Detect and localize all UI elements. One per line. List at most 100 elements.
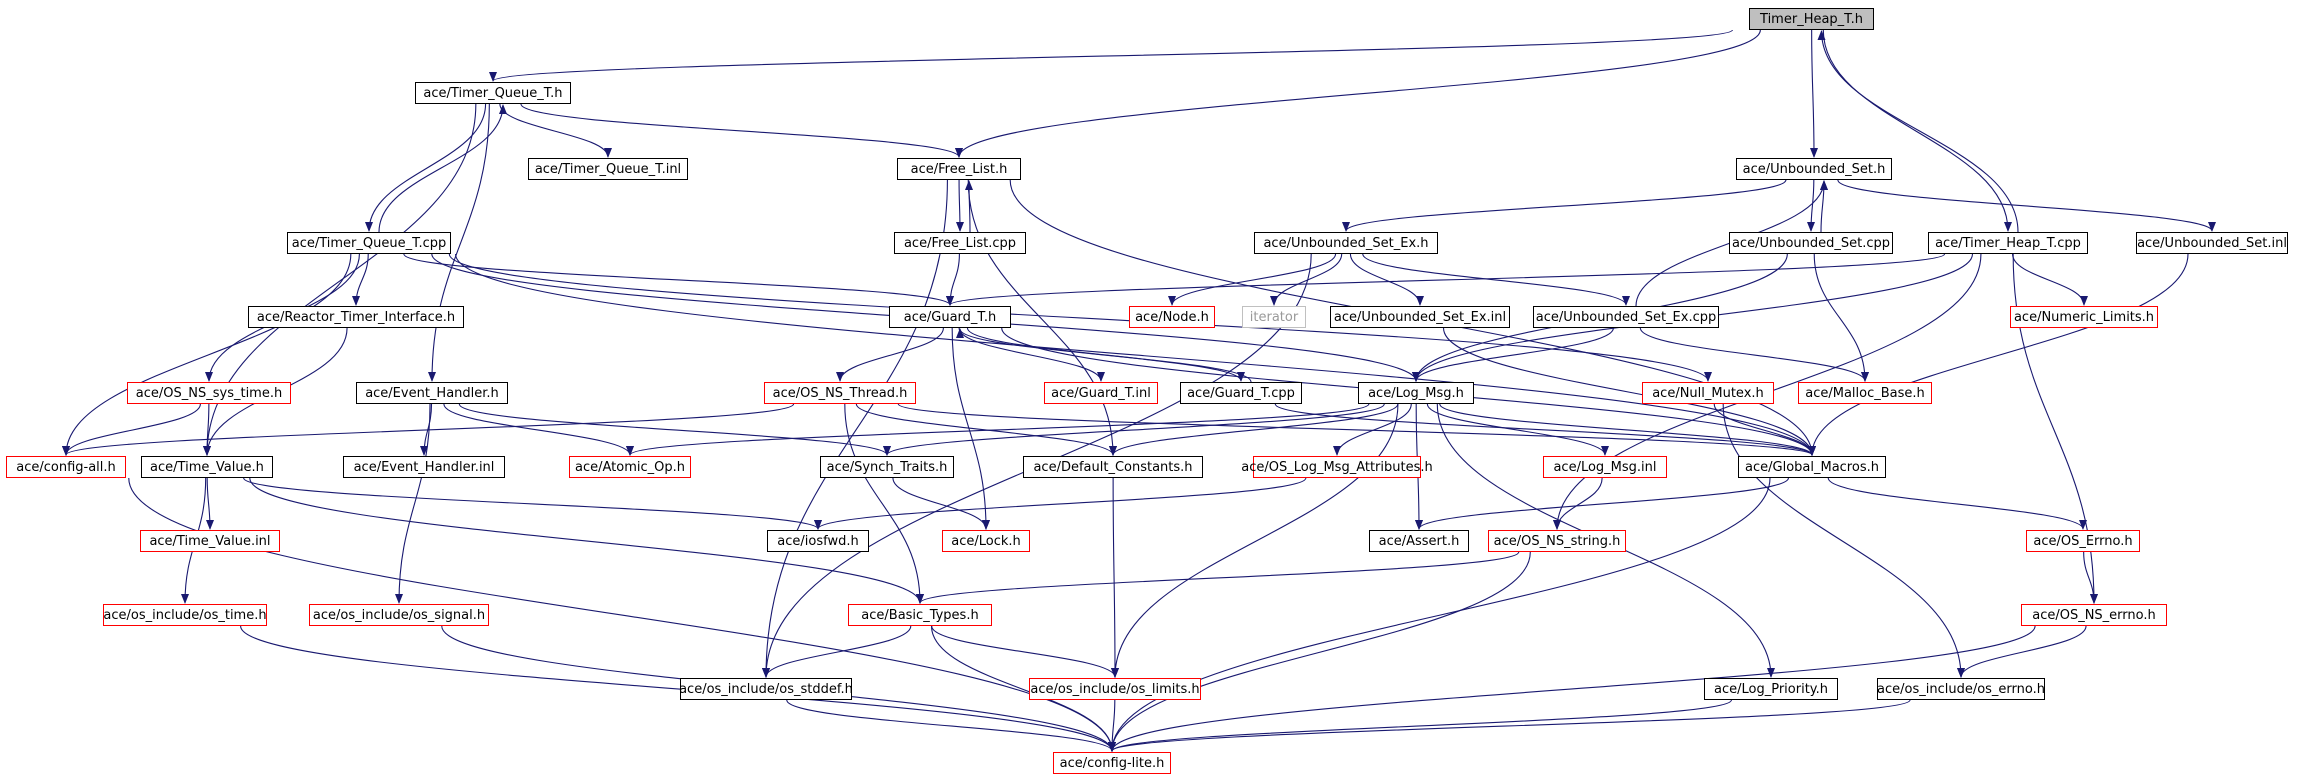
node-log-msg-inl[interactable]: ace/Log_Msg.inl (1543, 456, 1667, 478)
node-timer-heap-t-cpp[interactable]: ace/Timer_Heap_T.cpp (1928, 232, 2088, 254)
node-default-constants-h[interactable]: ace/Default_Constants.h (1023, 456, 1203, 478)
node-basic-types-h[interactable]: ace/Basic_Types.h (848, 604, 992, 626)
edge-os_stddef_h-to-config_lite_h (786, 699, 1116, 752)
node-os-signal-h[interactable]: ace/os_include/os_signal.h (309, 604, 489, 626)
node-timer-queue-t-h[interactable]: ace/Timer_Queue_T.h (415, 82, 571, 104)
edge-global_macros_h-to-os_errno_h (1827, 477, 2087, 530)
edge-unbounded_set_cpp-to-malloc_base_h (1813, 253, 1869, 382)
edge-log_msg_h-to-log_msg_inl (1426, 403, 1609, 456)
edge-unbounded_set_h-to-unbounded_set_inl (1837, 179, 2216, 232)
node-guard-t-h[interactable]: ace/Guard_T.h (889, 306, 1011, 328)
node-os-ns-string-h[interactable]: ace/OS_NS_string.h (1488, 530, 1626, 552)
edge-null_mutex_h-to-global_macros_h (1713, 403, 1816, 456)
edge-timer_queue_t_cpp-to-config_all_h (62, 253, 352, 456)
node-os-errno-include-h[interactable]: ace/os_include/os_errno.h (1877, 678, 2045, 700)
node-timer-queue-t-inl[interactable]: ace/Timer_Queue_T.inl (528, 158, 688, 180)
edge-synch_traits_h-to-lock_h (892, 477, 990, 530)
node-unbounded-set-ex-h[interactable]: ace/Unbounded_Set_Ex.h (1254, 232, 1438, 254)
edge-log_priority_h-to-config_lite_h (1108, 699, 1733, 752)
edge-unbounded_set_ex_inl-to-global_macros_h (1442, 327, 1816, 456)
node-guard-t-cpp[interactable]: ace/Guard_T.cpp (1180, 382, 1302, 404)
node-os-ns-sys-time-h[interactable]: ace/OS_NS_sys_time.h (127, 382, 291, 404)
node-timer-heap-t-h[interactable]: Timer_Heap_T.h (1749, 8, 1874, 30)
node-guard-t-inl[interactable]: ace/Guard_T.inl (1044, 382, 1158, 404)
edge-guard_t_h-to-os_ns_thread_h (836, 327, 944, 382)
edge-unbounded_set_inl-to-global_macros_h (1808, 253, 2189, 456)
edge-free_list_h-to-default_constants_h (967, 179, 1117, 456)
edge-default_constants_h-to-os_limits_h (1110, 477, 1119, 678)
node-free-list-h[interactable]: ace/Free_List.h (897, 158, 1021, 180)
node-os-log-msg-attributes-h[interactable]: ace/OS_Log_Msg_Attributes.h (1241, 456, 1433, 478)
edge-os_ns_string_h-to-basic_types_h (916, 551, 1520, 604)
edge-basic_types_h-to-config_lite_h (930, 625, 1116, 752)
node-os-ns-thread-h[interactable]: ace/OS_NS_Thread.h (764, 382, 916, 404)
node-config-all-h[interactable]: ace/config-all.h (6, 456, 126, 478)
edge-timer_queue_t_cpp-to-reactor_timer_interface_h (352, 253, 369, 306)
edge-config_all_h-to-config_lite_h (128, 477, 1116, 752)
node-unbounded-set-h[interactable]: ace/Unbounded_Set.h (1736, 158, 1892, 180)
node-node-h[interactable]: ace/Node.h (1129, 306, 1215, 328)
edge-os_ns_sys_time_h-to-time_value_h (203, 403, 212, 456)
node-time-value-inl[interactable]: ace/Time_Value.inl (140, 530, 280, 552)
node-free-list-cpp[interactable]: ace/Free_List.cpp (894, 232, 1026, 254)
edge-timer_heap_t_h-to-unbounded_set_h (1809, 29, 1818, 158)
node-timer-queue-t-cpp[interactable]: ace/Timer_Queue_T.cpp (287, 232, 451, 254)
node-lock-h[interactable]: ace/Lock.h (942, 530, 1030, 552)
node-log-msg-h[interactable]: ace/Log_Msg.h (1358, 382, 1474, 404)
node-os-ns-errno-h[interactable]: ace/OS_NS_errno.h (2021, 604, 2167, 626)
node-null-mutex-h[interactable]: ace/Null_Mutex.h (1642, 382, 1774, 404)
edge-log_msg_h-to-default_constants_h (1109, 403, 1399, 456)
edge-event_handler_h-to-os_signal_h (395, 403, 431, 604)
node-atomic-op-h[interactable]: ace/Atomic_Op.h (569, 456, 691, 478)
node-os-time-h[interactable]: ace/os_include/os_time.h (103, 604, 267, 626)
edge-unbounded_set_h-to-unbounded_set_ex_h (1342, 179, 1787, 232)
edge-os_log_msg_attributes_h-to-iosfwd_h (814, 477, 1307, 530)
edge-log_msg_h-to-global_macros_h (1439, 403, 1816, 456)
edge-log_msg_h-to-synch_traits_h (883, 403, 1385, 456)
node-unbounded-set-inl[interactable]: ace/Unbounded_Set.inl (2136, 232, 2288, 254)
node-global-macros-h[interactable]: ace/Global_Macros.h (1738, 456, 1886, 478)
node-config-lite-h[interactable]: ace/config-lite.h (1053, 752, 1171, 774)
edge-free_list_cpp-to-guard_t_h (946, 253, 960, 306)
edge-unbounded_set_h-to-unbounded_set_cpp (1807, 179, 1816, 232)
node-unbounded-set-ex-inl[interactable]: ace/Unbounded_Set_Ex.inl (1330, 306, 1510, 328)
edge-timer_heap_t_h-to-timer_queue_t_h (489, 29, 1733, 82)
node-assert-h[interactable]: ace/Assert.h (1369, 530, 1469, 552)
node-os-stddef-h[interactable]: ace/os_include/os_stddef.h (679, 678, 853, 700)
edge-os_time_h-to-config_lite_h (240, 625, 1116, 752)
edge-os_ns_errno_h-to-os_errno_include_h (1957, 625, 2087, 678)
edge-log_msg_h-to-os_log_msg_attributes_h (1333, 403, 1412, 456)
node-unbounded-set-ex-cpp[interactable]: ace/Unbounded_Set_Ex.cpp (1533, 306, 1719, 328)
edge-global_macros_h-to-config_lite_h (1108, 477, 1771, 752)
edge-timer_heap_t_cpp-to-timer_heap_t_h (1817, 30, 2019, 233)
node-event-handler-inl[interactable]: ace/Event_Handler.inl (343, 456, 505, 478)
node-synch-traits-h[interactable]: ace/Synch_Traits.h (820, 456, 954, 478)
node-os-errno-h[interactable]: ace/OS_Errno.h (2026, 530, 2140, 552)
edge-os_ns_errno_h-to-config_lite_h (1108, 625, 2036, 752)
edge-os_ns_sys_time_h-to-config_all_h (62, 403, 201, 456)
node-os-limits-h[interactable]: ace/os_include/os_limits.h (1029, 678, 1201, 700)
node-time-value-h[interactable]: ace/Time_Value.h (141, 456, 273, 478)
edge-event_handler_h-to-atomic_op_h (443, 403, 634, 456)
edge-unbounded_set_ex_cpp-to-malloc_base_h (1639, 327, 1869, 382)
edge-unbounded_set_ex_cpp-to-log_msg_h (1412, 327, 1614, 382)
edge-log_msg_h-to-atomic_op_h (626, 403, 1370, 456)
node-unbounded-set-cpp[interactable]: ace/Unbounded_Set.cpp (1729, 232, 1893, 254)
edge-unbounded_set_ex_h-to-unbounded_set_ex_inl (1349, 253, 1424, 306)
edge-time_value_h-to-iosfwd_h (243, 477, 822, 530)
edge-unbounded_set_ex_h-to-unbounded_set_ex_cpp (1362, 253, 1630, 306)
node-reactor-timer-interface-h[interactable]: ace/Reactor_Timer_Interface.h (248, 306, 464, 328)
node-iosfwd-h[interactable]: ace/iosfwd.h (767, 530, 869, 552)
edge-timer_queue_t_h-to-event_handler_h (428, 103, 490, 382)
edge-timer_heap_t_h-to-timer_heap_t_cpp (1822, 29, 2012, 232)
edge-log_msg_h-to-os_limits_h (1111, 403, 1399, 678)
edge-os_ns_thread_h-to-config_all_h (62, 403, 795, 456)
edge-unbounded_set_ex_h-to-node_h (1168, 253, 1337, 306)
node-malloc-base-h[interactable]: ace/Malloc_Base.h (1798, 382, 1932, 404)
node-numeric-limits-h[interactable]: ace/Numeric_Limits.h (2010, 306, 2158, 328)
edge-timer_heap_t_h-to-free_list_h (955, 29, 1761, 158)
node-log-priority-h[interactable]: ace/Log_Priority.h (1704, 678, 1838, 700)
edge-os_ns_string_h-to-config_lite_h (1108, 551, 1531, 752)
edge-timer_queue_t_h-to-timer_queue_t_inl (499, 103, 612, 158)
node-event-handler-h[interactable]: ace/Event_Handler.h (356, 382, 508, 404)
